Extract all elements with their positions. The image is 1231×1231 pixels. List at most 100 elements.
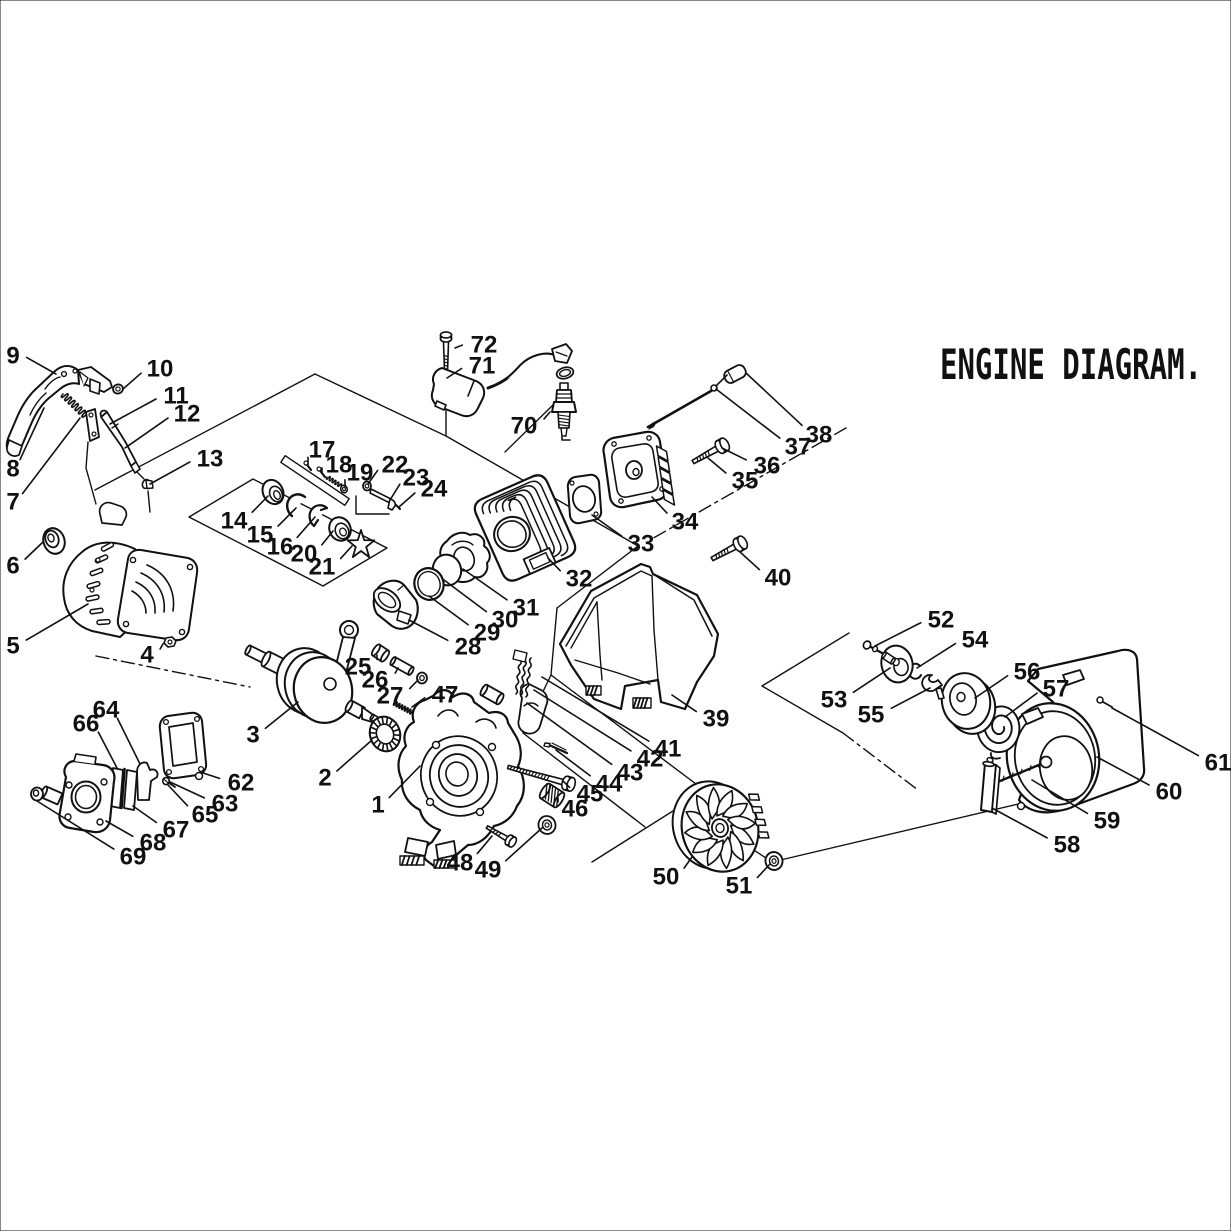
- leader-line-56: [974, 674, 1009, 699]
- cylinder-muffler-group: [473, 364, 749, 582]
- callout-60: 60: [1156, 779, 1183, 806]
- callout-69: 69: [120, 844, 147, 871]
- callout-1: 1: [371, 792, 384, 819]
- leader-line-37: [715, 388, 781, 439]
- carburetor-cluster: [30, 711, 208, 834]
- leader-line-11: [109, 398, 157, 425]
- callout-50: 50: [653, 864, 680, 891]
- leader-line-14: [251, 495, 269, 514]
- leader-line-35: [707, 457, 727, 474]
- leader-line-62: [199, 771, 221, 780]
- leader-line-26: [394, 667, 399, 674]
- callout-48: 48: [447, 850, 474, 877]
- callout-11: 11: [163, 383, 188, 410]
- leader-line-65: [167, 784, 189, 807]
- callout-57: 57: [1043, 676, 1070, 703]
- leader-line-61: [1111, 707, 1200, 757]
- leader-line-29: [428, 595, 469, 626]
- leader-line-71: [446, 367, 463, 379]
- callout-49: 49: [475, 857, 502, 884]
- callout-35: 35: [732, 468, 759, 495]
- leader-line-31: [462, 568, 508, 601]
- leader-line-66: [97, 731, 118, 769]
- leader-line-60: [1096, 756, 1150, 786]
- engine-shroud: [558, 562, 720, 711]
- leader-line-53: [852, 667, 891, 694]
- leader-line-33: [591, 514, 623, 537]
- ignition-coil-sparkplug: [430, 331, 577, 441]
- callout-14: 14: [221, 508, 248, 535]
- leader-line-22: [367, 469, 379, 485]
- leader-line-32: [547, 557, 562, 572]
- leader-line-59: [1031, 779, 1089, 815]
- throttle-handle-assembly: [5, 365, 154, 490]
- leader-line-55: [890, 687, 931, 710]
- leader-line-13: [149, 461, 191, 485]
- piston-group: [372, 531, 491, 630]
- leader-line-68: [105, 820, 134, 838]
- leader-line-43: [526, 702, 613, 766]
- leader-line-6: [24, 541, 44, 560]
- leader-line-28: [408, 619, 449, 642]
- callout-38: 38: [806, 422, 833, 449]
- callout-18: 18: [326, 452, 353, 479]
- callout-44: 44: [596, 771, 623, 798]
- leader-line-57: [1004, 692, 1038, 718]
- leader-line-47: [411, 696, 426, 708]
- leader-line-34: [651, 496, 668, 514]
- callout-55: 55: [858, 702, 885, 729]
- leader-line-41: [541, 676, 650, 742]
- leader-lines: [19, 344, 1200, 879]
- leader-line-38: [745, 372, 803, 427]
- callout-46: 46: [562, 796, 589, 823]
- callout-7: 7: [6, 489, 19, 516]
- flywheel-group: [671, 780, 784, 873]
- callout-54: 54: [962, 627, 989, 654]
- callout-71: 71: [469, 353, 496, 380]
- leader-line-21: [339, 545, 353, 560]
- leader-line-50: [683, 856, 693, 869]
- callout-47: 47: [432, 682, 459, 709]
- callout-52: 52: [928, 607, 955, 634]
- callout-39: 39: [703, 706, 730, 733]
- callout-22: 22: [382, 452, 409, 479]
- diagram-title: ENGINE DIAGRAM.: [940, 340, 1202, 389]
- leader-line-45: [562, 780, 571, 789]
- callout-37: 37: [785, 434, 812, 461]
- crankcase-assembly: [397, 649, 577, 869]
- leader-line-15: [277, 507, 297, 527]
- callout-59: 59: [1094, 808, 1121, 835]
- leader-line-58: [991, 807, 1048, 839]
- callout-51: 51: [726, 873, 753, 900]
- leader-line-10: [122, 372, 142, 390]
- leader-line-36: [721, 447, 748, 461]
- leader-line-44: [555, 749, 591, 777]
- leader-line-51: [756, 863, 771, 879]
- leader-line-69: [36, 800, 115, 850]
- callout-66: 66: [73, 711, 100, 738]
- leader-line-67: [132, 805, 158, 824]
- leader-line-64: [116, 717, 141, 765]
- callout-15: 15: [247, 522, 274, 549]
- callout-30: 30: [492, 607, 519, 634]
- callout-70: 70: [511, 413, 538, 440]
- leader-line-42: [533, 689, 632, 752]
- callout-33: 33: [628, 531, 655, 558]
- callout-56: 56: [1014, 659, 1041, 686]
- callout-72: 72: [471, 332, 498, 359]
- callout-34: 34: [672, 509, 699, 536]
- callout-13: 13: [197, 446, 224, 473]
- leader-line-24: [398, 492, 416, 508]
- leader-line-1: [388, 765, 421, 799]
- leader-line-40: [739, 551, 761, 571]
- callout-8: 8: [6, 456, 19, 483]
- callout-63: 63: [212, 791, 239, 818]
- callout-6: 6: [6, 553, 19, 580]
- callout-24: 24: [421, 476, 448, 503]
- leader-line-63: [169, 781, 206, 799]
- callout-68: 68: [140, 830, 167, 857]
- leader-line-5: [25, 603, 89, 641]
- fan-housing-assembly: [42, 501, 199, 648]
